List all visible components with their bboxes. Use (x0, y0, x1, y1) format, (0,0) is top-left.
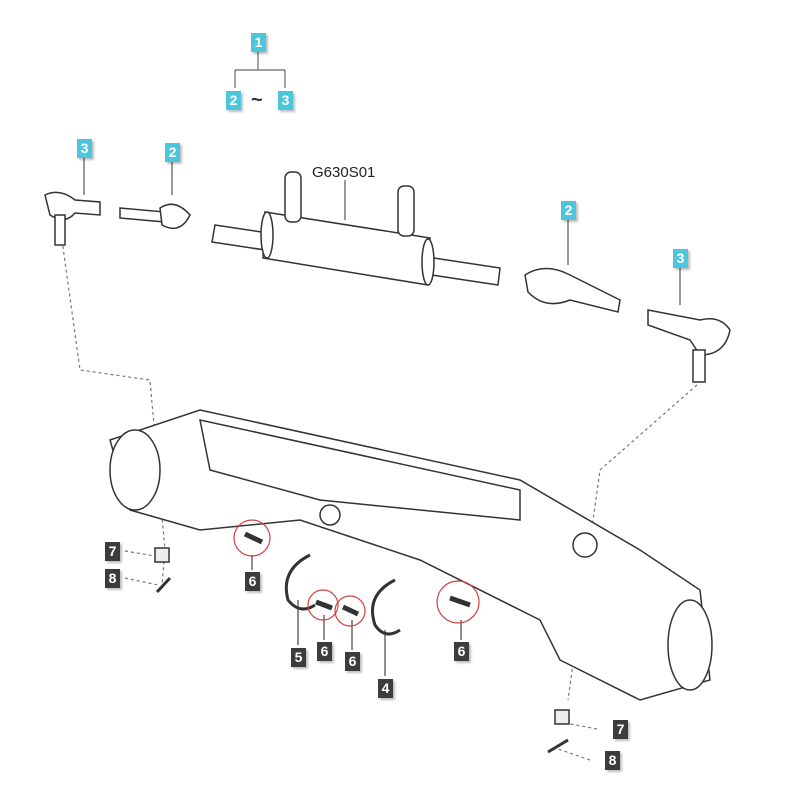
legend-label-1: 1 (251, 33, 266, 52)
callout-4[interactable]: 4 (378, 679, 393, 698)
callout-3[interactable]: 3 (673, 249, 688, 268)
callout-2[interactable]: 2 (165, 143, 180, 162)
legend-label-2: 2 (226, 91, 241, 110)
legend-tilde: ~ (251, 89, 263, 111)
highlight-circle (334, 595, 366, 627)
callout-6[interactable]: 6 (317, 642, 332, 661)
callout-8[interactable]: 8 (605, 751, 620, 770)
highlight-circle (436, 580, 480, 624)
drawing-code: G630S01 (312, 164, 376, 181)
callout-7[interactable]: 7 (613, 720, 628, 739)
highlight-circle (307, 589, 339, 621)
callout-6[interactable]: 6 (245, 572, 260, 591)
callout-6[interactable]: 6 (345, 652, 360, 671)
callout-7[interactable]: 7 (105, 542, 120, 561)
callout-2[interactable]: 2 (561, 201, 576, 220)
callout-5[interactable]: 5 (291, 648, 306, 667)
highlight-circle (233, 519, 271, 557)
callout-3[interactable]: 3 (77, 139, 92, 158)
highlight-circles (233, 519, 480, 627)
legend-label-3: 3 (278, 91, 293, 110)
callout-8[interactable]: 8 (105, 569, 120, 588)
callout-6[interactable]: 6 (454, 642, 469, 661)
